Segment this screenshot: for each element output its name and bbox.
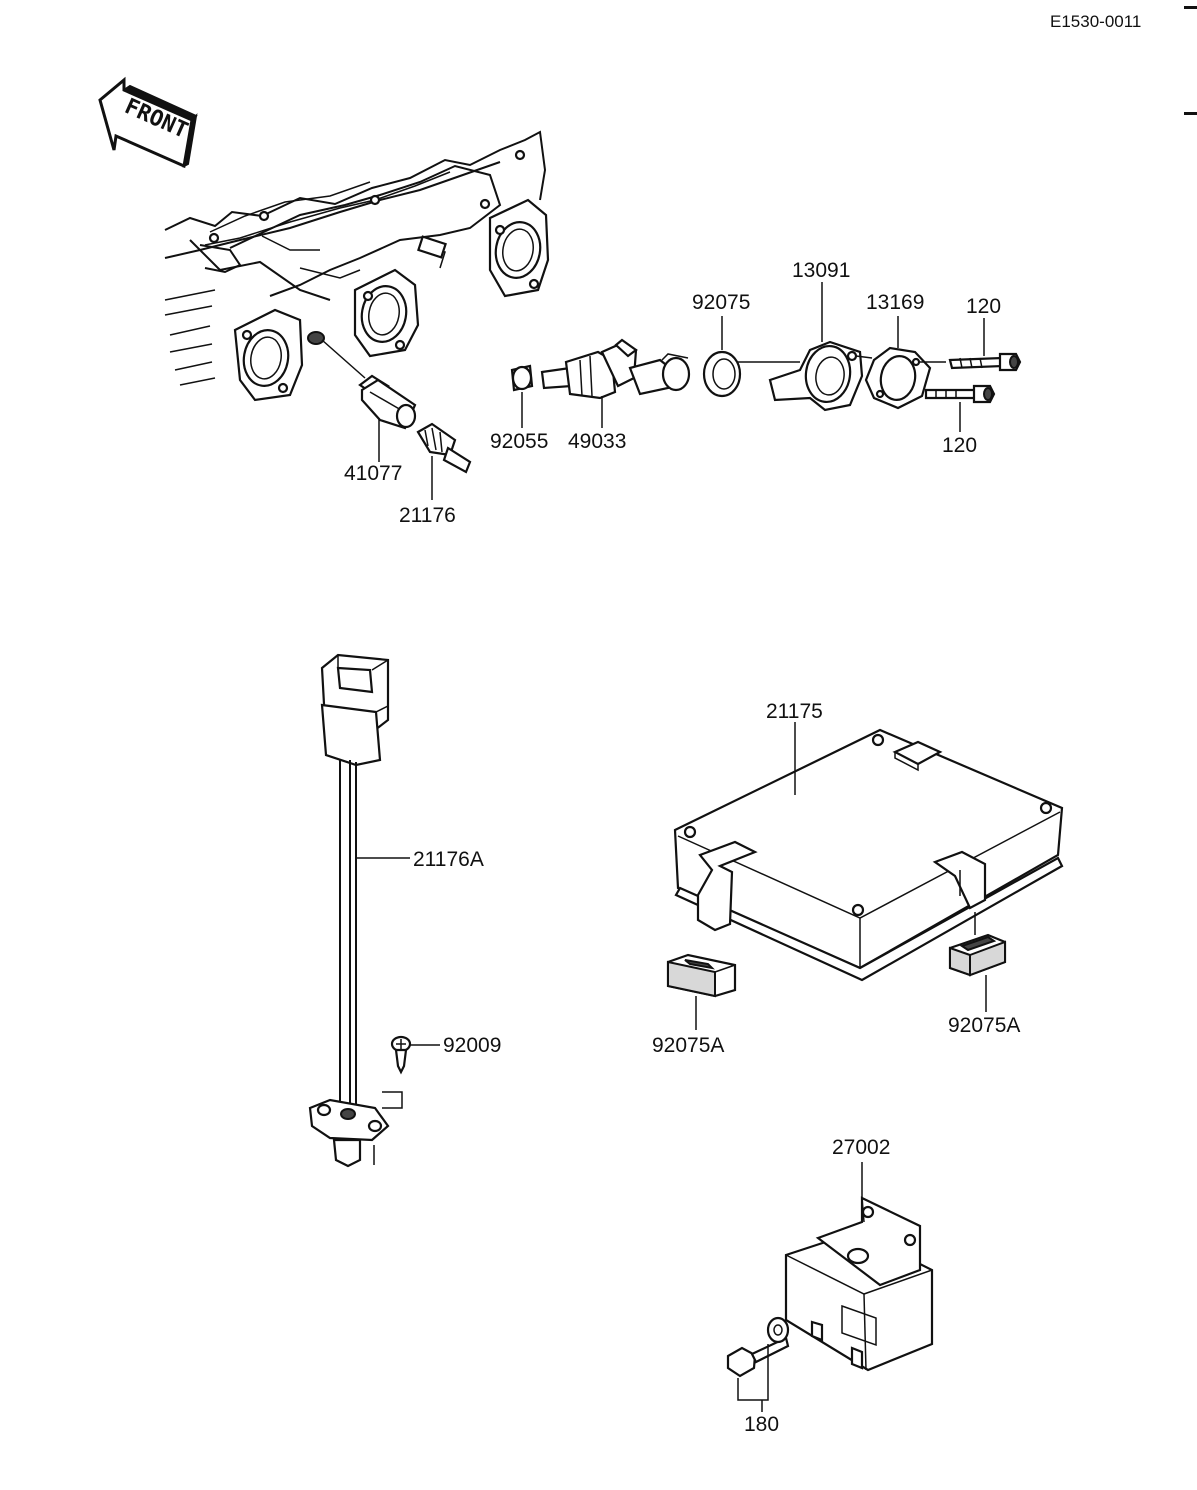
label-27002: 27002 (832, 1136, 890, 1159)
label-21176: 21176 (399, 504, 456, 527)
part-92055-washer (510, 364, 534, 392)
label-13091: 13091 (792, 259, 850, 282)
label-120-bottom: 120 (942, 434, 977, 457)
label-180: 180 (744, 1413, 779, 1436)
part-92075-o-ring (702, 350, 800, 398)
leader-lines-mid (695, 722, 987, 1030)
label-41077: 41077 (344, 462, 402, 485)
part-27002-relay (784, 1196, 934, 1372)
label-21176A: 21176A (413, 848, 484, 871)
edge-mark-side (1184, 112, 1197, 115)
part-92075A-damper-left (666, 953, 737, 998)
label-120-top: 120 (966, 295, 1001, 318)
part-21176-sensor (416, 422, 472, 474)
part-120-bolt-bottom (924, 384, 996, 404)
engine-manifold-illustration (164, 130, 550, 402)
label-13169: 13169 (866, 291, 924, 314)
part-21175-control-unit (673, 728, 1064, 982)
part-41077-adapter (321, 339, 417, 430)
label-92055: 92055 (490, 430, 548, 453)
part-120-bolt-top (948, 352, 1022, 372)
label-92075: 92075 (692, 291, 750, 314)
label-92075A-left: 92075A (652, 1034, 724, 1057)
part-180-bolt (726, 1316, 790, 1412)
label-92075A-right: 92075A (948, 1014, 1020, 1037)
part-13169-gasket (855, 346, 946, 410)
part-13091-holder (768, 340, 864, 412)
label-92009: 92009 (443, 1034, 501, 1057)
edge-mark-top (1184, 6, 1197, 9)
part-92009-screw (382, 1035, 440, 1109)
document-id: E1530-0011 (1050, 12, 1141, 31)
part-21176A-sensor-lead (308, 653, 390, 1168)
leader-lines-top (378, 282, 985, 500)
label-21175: 21175 (766, 700, 823, 723)
part-49033-injector (540, 338, 691, 400)
part-92075A-damper-right (948, 912, 1007, 977)
label-49033: 49033 (568, 430, 626, 453)
front-arrow-icon: FRONT (98, 76, 198, 169)
